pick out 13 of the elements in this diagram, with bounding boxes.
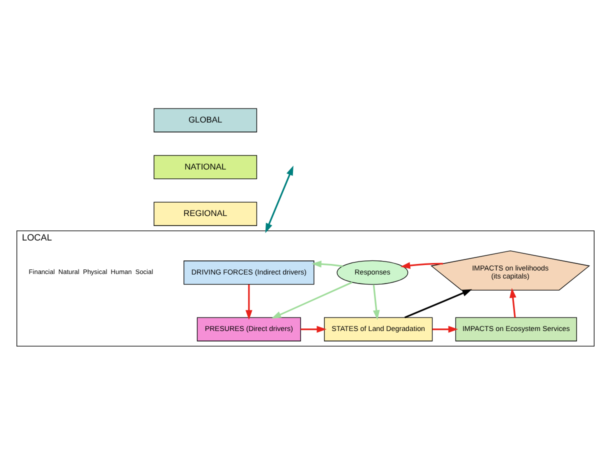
arrow [265, 165, 294, 233]
arrow [246, 284, 252, 320]
arrow [300, 325, 327, 332]
arrow [510, 288, 516, 318]
arrow [372, 284, 380, 320]
node-box: GLOBAL [154, 108, 258, 132]
arrow [312, 260, 343, 267]
node-box: REGIONAL [154, 201, 258, 226]
arrow [432, 325, 458, 332]
node-box: NATIONAL [154, 154, 258, 179]
arrow [404, 288, 472, 318]
arrow [271, 281, 352, 318]
arrow [400, 262, 443, 268]
